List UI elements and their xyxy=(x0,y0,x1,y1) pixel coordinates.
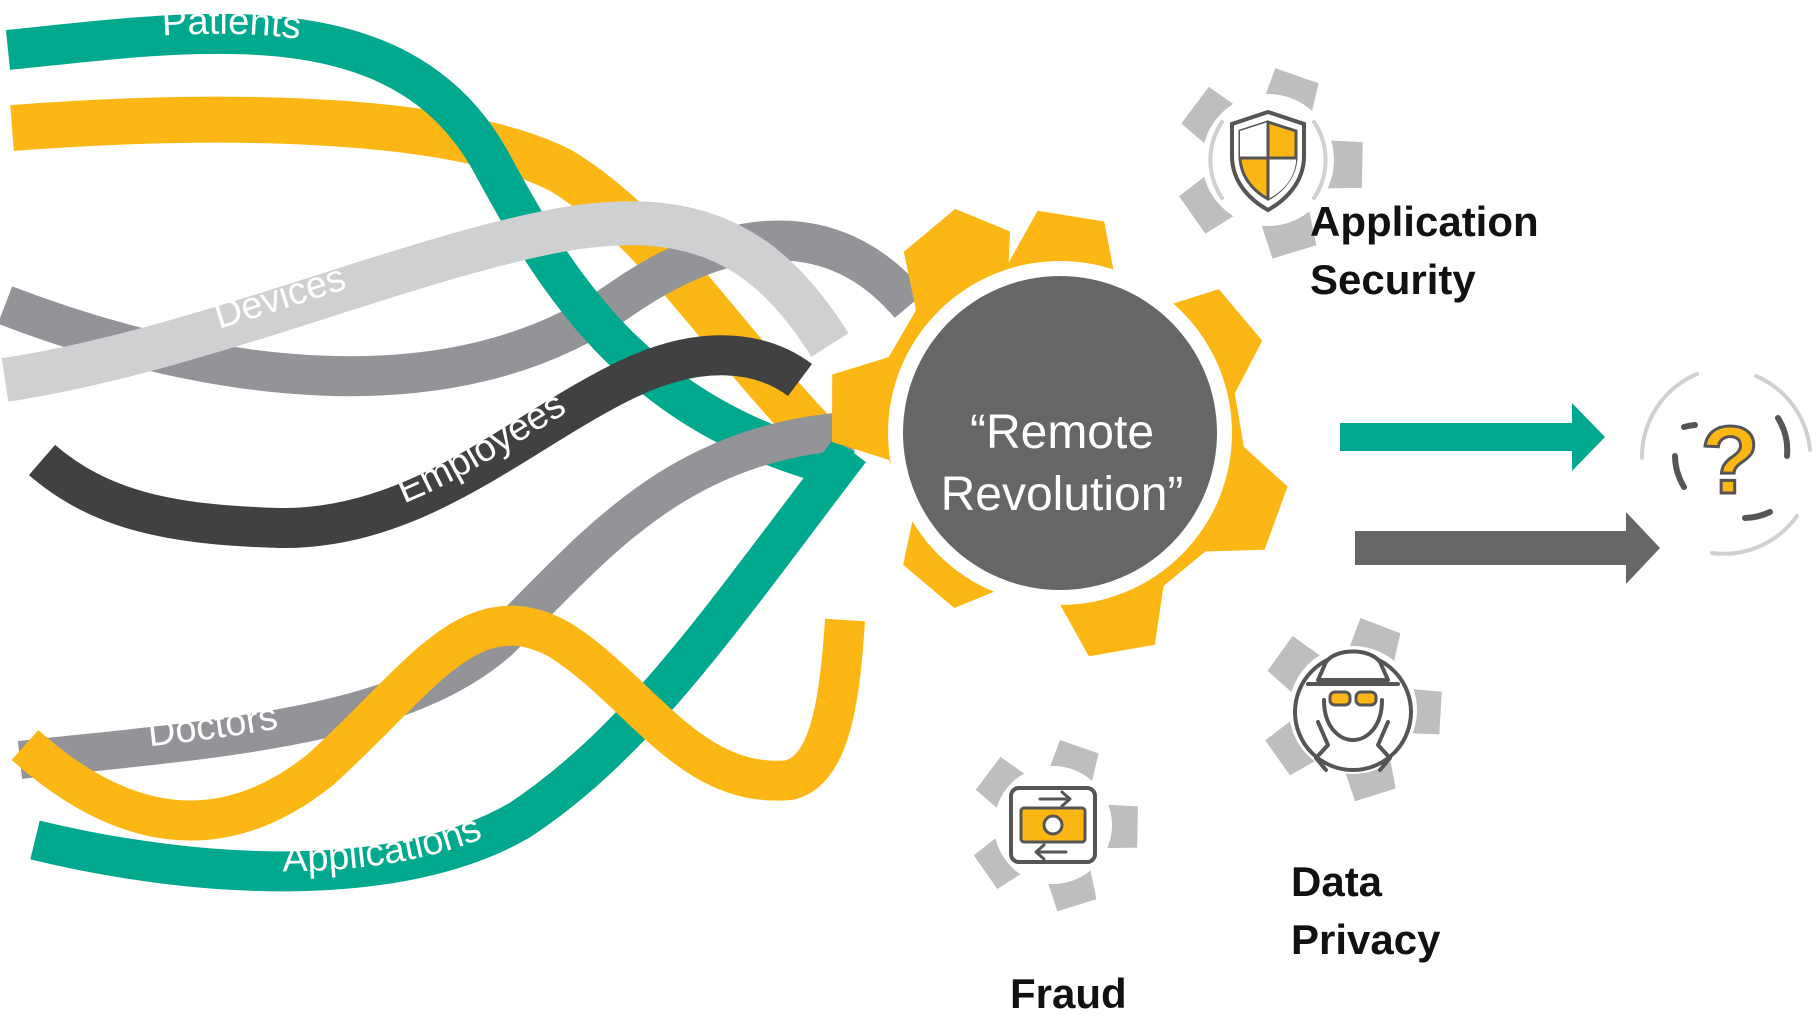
question-mark-icon: ? xyxy=(1701,407,1760,514)
risk-label-data: Data xyxy=(1291,858,1383,905)
risk-label-application: Application xyxy=(1310,198,1539,245)
center-title-line2: Revolution” xyxy=(941,468,1184,521)
center-title-line1: “Remote xyxy=(970,406,1154,459)
center-gear: “Remote Revolution” xyxy=(832,208,1288,657)
risk-label-fraud: Fraud xyxy=(1010,970,1127,1015)
money-transfer-icon xyxy=(1009,786,1097,864)
stream-label-applications: Applications xyxy=(282,807,487,880)
risk-gear-data-privacy: Data Privacy xyxy=(1265,618,1442,963)
arrow-teal xyxy=(1340,403,1605,471)
stream-gold-wave xyxy=(11,605,865,841)
stream-label-patients: Patients xyxy=(161,1,304,48)
risk-gear-fraud: Fraud xyxy=(973,740,1138,1015)
arrow-gray xyxy=(1355,512,1660,584)
outcome-icon: ? xyxy=(1639,372,1812,556)
risk-label-privacy: Privacy xyxy=(1291,916,1441,963)
input-streams: Patients Devices Employees Doctors Appli… xyxy=(0,1,926,881)
shield-icon xyxy=(1208,109,1328,213)
center-hub xyxy=(903,276,1217,590)
spy-icon xyxy=(1293,649,1413,772)
risk-gear-application-security: Application Security xyxy=(1179,68,1539,303)
risk-label-security: Security xyxy=(1310,256,1476,303)
output-arrows xyxy=(1340,403,1660,584)
